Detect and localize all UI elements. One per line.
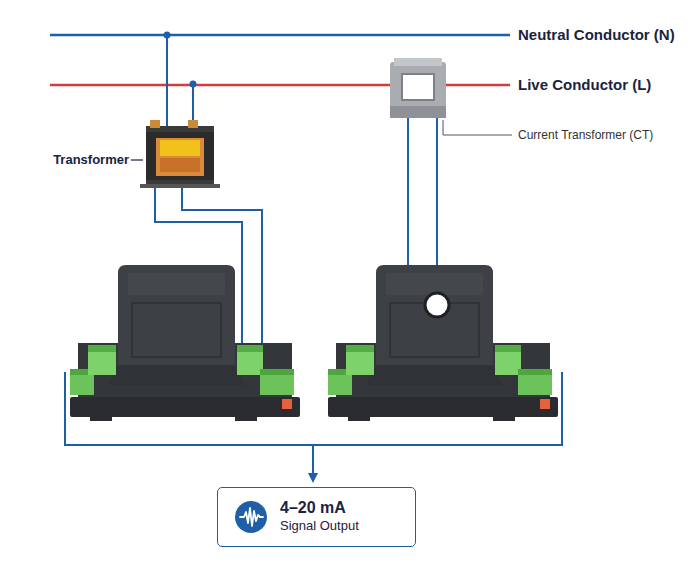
junction-dot <box>190 81 197 88</box>
current-transformer <box>390 58 446 118</box>
signal-icon <box>234 500 268 534</box>
junction-dot <box>164 32 171 39</box>
label: Transformer <box>53 152 129 168</box>
ct-hole <box>425 293 449 317</box>
label: Live Conductor (L) <box>518 76 651 94</box>
leader-line <box>443 120 512 135</box>
signal-caption: Signal Output <box>280 518 359 534</box>
signal-range: 4–20 mA <box>280 498 359 518</box>
din-module <box>328 265 558 421</box>
wire <box>407 118 409 266</box>
output-bracket <box>65 372 562 445</box>
leader-line <box>131 159 143 160</box>
label: Current Transformer (CT) <box>518 128 653 142</box>
neutral-line <box>50 34 510 37</box>
label: Neutral Conductor (N) <box>518 26 675 44</box>
wire <box>436 118 438 266</box>
output-box: 4–20 mASignal Output <box>217 487 416 547</box>
wire <box>166 35 168 130</box>
output-arrow <box>312 445 314 478</box>
transformer-symbol <box>140 120 220 188</box>
din-module <box>70 265 300 421</box>
